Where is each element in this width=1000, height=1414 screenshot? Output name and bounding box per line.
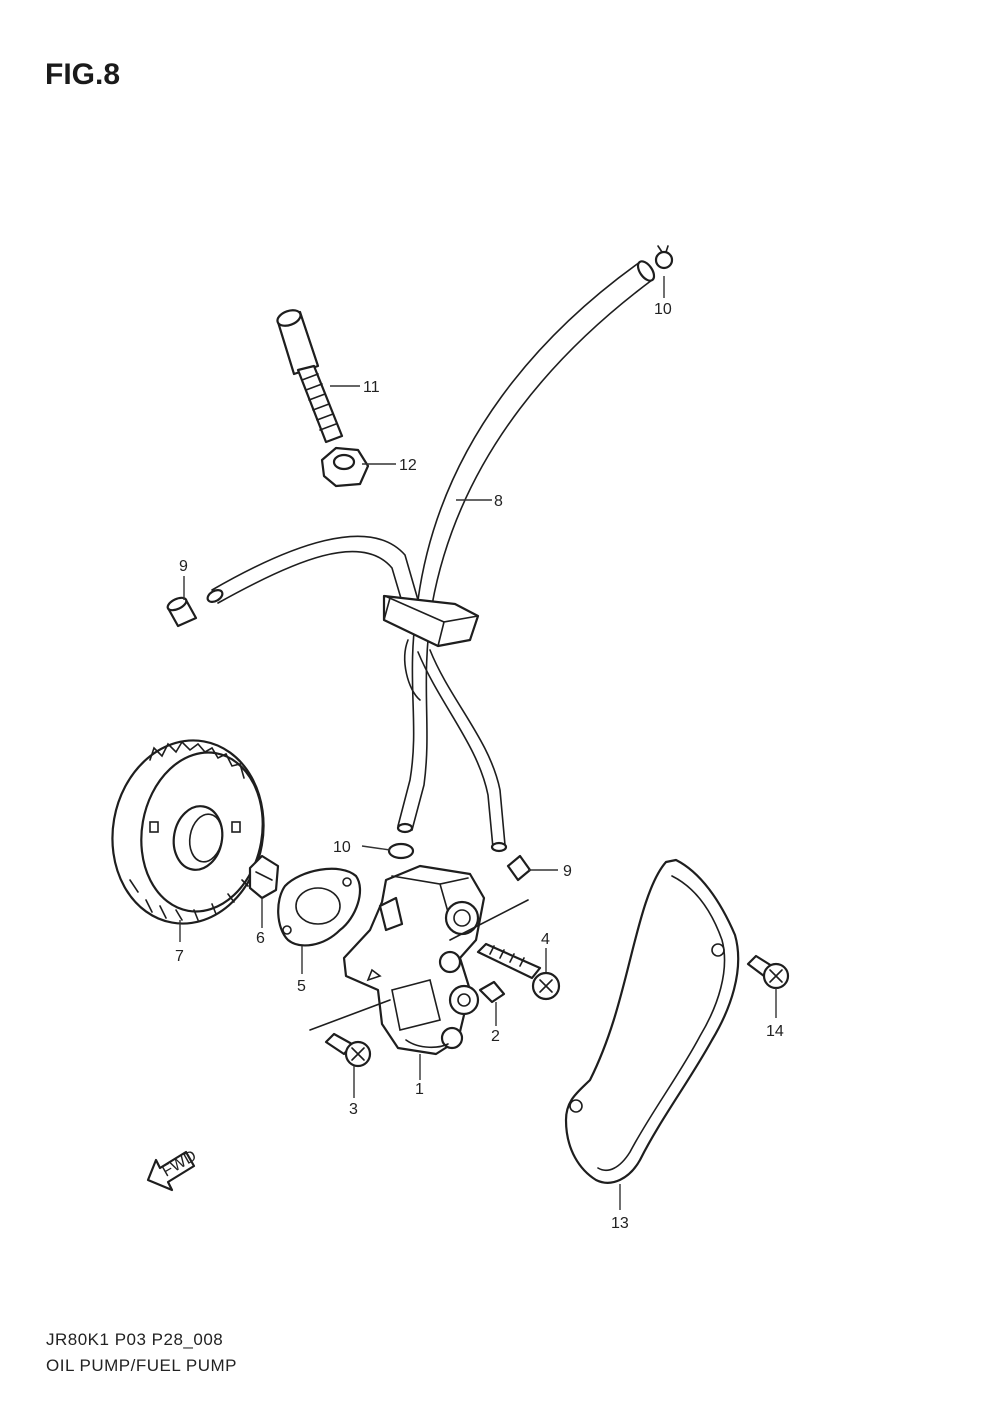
oil-hose-part-8: [206, 260, 656, 853]
diagram-name: OIL PUMP/FUEL PUMP: [46, 1356, 237, 1375]
hose-clamp-block: [382, 594, 480, 648]
clip-part-10-top: [654, 245, 674, 270]
callout-10-middle: 10: [333, 839, 351, 856]
cover-gasket-part-13: [564, 858, 740, 1184]
callout-14: 14: [766, 1023, 784, 1040]
screw-part-14: [746, 954, 790, 990]
screw-part-4: [476, 942, 561, 1001]
callout-8: 8: [494, 493, 503, 510]
callout-4: 4: [541, 931, 550, 948]
clip-part-10-middle: [387, 842, 415, 860]
callout-3: 3: [349, 1101, 358, 1118]
callout-12: 12: [399, 457, 417, 474]
callout-1: 1: [415, 1081, 424, 1098]
nut-part-12: [320, 446, 370, 488]
clip-part-6: [248, 854, 280, 900]
callout-2: 2: [491, 1028, 500, 1045]
callout-13: 13: [611, 1215, 629, 1232]
gear-part-7: [111, 739, 265, 925]
sleeve-part-9-upper: [166, 596, 198, 628]
callout-leaders: [179, 276, 777, 1210]
callout-5: 5: [297, 978, 306, 995]
cap-part-2: [478, 980, 506, 1004]
oil-pump-part-1: [309, 864, 529, 1056]
fwd-arrow-icon: FWD: [146, 1147, 199, 1192]
callout-9-upper: 9: [179, 558, 188, 575]
gasket-part-5: [277, 867, 361, 947]
callout-labels: 10 11 12 8 9 10 9 4 7 6 5 2 3 1 14 13: [175, 301, 784, 1232]
callout-6: 6: [256, 930, 265, 947]
screw-part-3: [324, 1032, 372, 1068]
bolt-part-11: [276, 309, 344, 444]
figure-title: FIG.8: [45, 58, 121, 91]
callout-10-top: 10: [654, 301, 672, 318]
callout-11: 11: [363, 379, 380, 396]
callout-7: 7: [175, 948, 184, 965]
sleeve-part-9-lower: [506, 854, 532, 882]
diagram-code: JR80K1 P03 P28_008: [46, 1330, 224, 1349]
callout-9-lower: 9: [563, 863, 572, 880]
